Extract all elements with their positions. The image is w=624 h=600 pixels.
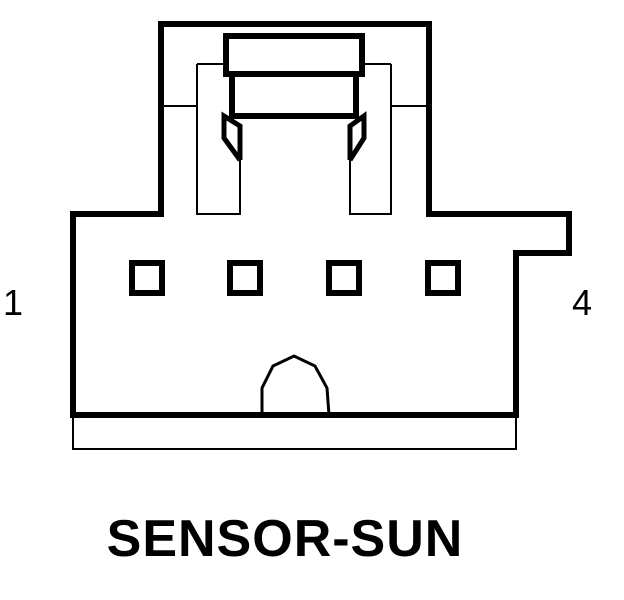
pin-cavity-1 <box>129 260 165 296</box>
polarization-key <box>260 354 331 416</box>
diagram-caption: SENSOR-SUN <box>106 510 464 568</box>
latch-left-guide <box>161 63 241 215</box>
pin-cavity-3 <box>326 260 362 296</box>
pin-4-label: 4 <box>572 282 593 323</box>
latch-right-guide <box>349 63 429 215</box>
pin-cavity-2 <box>227 260 263 296</box>
latch-hook-left <box>221 111 243 162</box>
pin-cavity-4 <box>425 260 461 296</box>
connector-base-strip <box>72 415 517 450</box>
connector-housing-outline <box>70 21 572 418</box>
latch-hook-right <box>347 111 367 162</box>
pin-1-label: 1 <box>3 282 24 323</box>
latch-body <box>229 74 359 119</box>
latch-top-bar <box>223 33 365 77</box>
